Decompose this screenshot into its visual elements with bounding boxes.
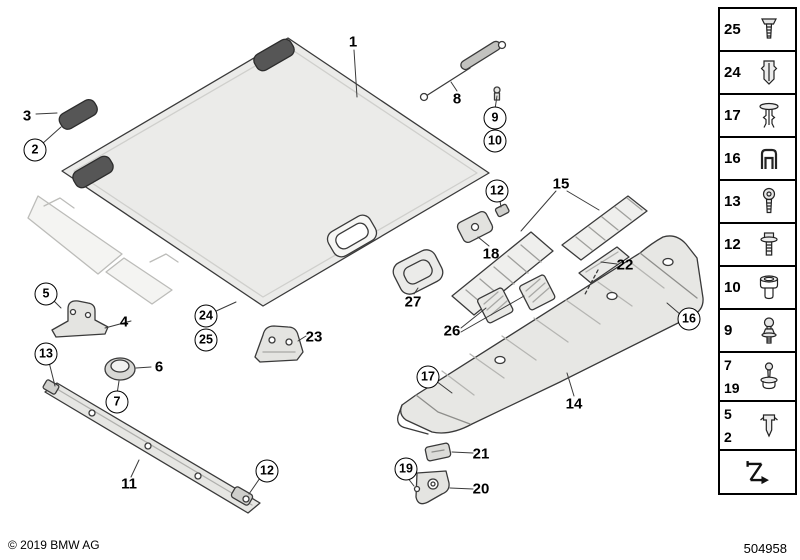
torx-screw-icon [744, 187, 793, 217]
part-cover-pad-3 [58, 98, 98, 130]
legend-item-7-19[interactable]: 7 19 [720, 353, 795, 402]
part-bracket-20 [413, 470, 450, 505]
fold-arrow-icon [722, 458, 793, 486]
legend-item-fold-arrow[interactable] [720, 451, 795, 493]
callout-11[interactable]: 11 [121, 475, 137, 493]
legend-item-25[interactable]: 25 [720, 9, 795, 52]
part-clip-12 [494, 203, 510, 218]
copyright-text: © 2019 BMW AG [8, 538, 100, 552]
part-bracket-18 [456, 211, 494, 243]
callout-18[interactable]: 18 [482, 245, 500, 263]
legend-number: 24 [724, 64, 741, 81]
part-rear-sill-panel [397, 235, 704, 435]
legend-item-5-2[interactable]: 5 2 [720, 402, 795, 451]
callout-4[interactable]: 4 [119, 313, 129, 331]
legend-item-13[interactable]: 13 [720, 181, 795, 224]
screw-icon [744, 15, 793, 45]
legend-item-17[interactable]: 17 [720, 95, 795, 138]
legend-number: 5 [724, 406, 732, 422]
legend-number: 25 [724, 21, 741, 38]
threaded-sleeve-icon [744, 273, 793, 303]
callout-8[interactable]: 8 [452, 90, 462, 108]
legend-item-9[interactable]: 9 [720, 310, 795, 353]
callout-5[interactable]: 5 [34, 282, 58, 306]
part-plug-6 [104, 357, 136, 381]
legend-number: 17 [724, 107, 741, 124]
expanding-clip-icon [744, 410, 793, 442]
legend-number: 12 [724, 236, 741, 253]
part-sill-strip-left [451, 231, 554, 316]
callout-6[interactable]: 6 [154, 358, 164, 376]
push-rivet-icon [744, 101, 793, 131]
callout-13[interactable]: 13 [34, 342, 58, 366]
part-sill-strip-11 [42, 379, 261, 514]
part-bracket-4 [51, 300, 109, 338]
callout-12-upper[interactable]: 12 [485, 179, 509, 203]
callout-26[interactable]: 26 [443, 322, 461, 340]
callout-23[interactable]: 23 [305, 328, 323, 346]
legend-number: 7 [724, 357, 732, 373]
grommet-screw-icon [744, 361, 793, 393]
callout-24[interactable]: 24 [194, 304, 218, 328]
fastener-legend: 25 24 17 [718, 7, 797, 495]
legend-item-16[interactable]: 16 [720, 138, 795, 181]
part-underfloor-hint [27, 195, 179, 305]
part-bracket-26a [477, 287, 514, 324]
hex-bolt-icon [744, 230, 793, 260]
ball-stud-icon [744, 316, 793, 346]
callout-27[interactable]: 27 [404, 293, 422, 311]
callout-20[interactable]: 20 [472, 480, 490, 498]
callout-15[interactable]: 15 [552, 175, 570, 193]
part-cover-27 [392, 249, 444, 295]
callout-17[interactable]: 17 [416, 365, 440, 389]
legend-number: 9 [724, 322, 733, 339]
callout-19[interactable]: 19 [394, 457, 418, 481]
callout-3[interactable]: 3 [22, 107, 32, 125]
legend-number: 19 [724, 380, 740, 396]
legend-number: 13 [724, 193, 741, 210]
legend-item-10[interactable]: 10 [720, 267, 795, 310]
callout-10[interactable]: 10 [483, 129, 507, 153]
legend-item-24[interactable]: 24 [720, 52, 795, 95]
callout-25[interactable]: 25 [194, 328, 218, 352]
callout-9[interactable]: 9 [483, 106, 507, 130]
callout-22[interactable]: 22 [616, 256, 634, 274]
expansion-nut-icon [744, 58, 793, 88]
callout-21[interactable]: 21 [472, 445, 490, 463]
callout-7[interactable]: 7 [105, 390, 129, 414]
legend-number: 10 [724, 279, 741, 296]
legend-number: 16 [724, 150, 741, 167]
part-floor-trim-panel [61, 37, 490, 307]
legend-number: 2 [724, 429, 732, 445]
legend-item-12[interactable]: 12 [720, 224, 795, 267]
callout-16[interactable]: 16 [677, 307, 701, 331]
callout-1[interactable]: 1 [348, 33, 358, 51]
part-sill-strip-right [561, 195, 648, 261]
callout-14[interactable]: 14 [565, 395, 583, 413]
part-gas-strut [419, 40, 507, 102]
part-bracket-26b [519, 274, 556, 311]
callout-2[interactable]: 2 [23, 138, 47, 162]
part-bracket-23 [254, 325, 304, 363]
callout-12-lower[interactable]: 12 [255, 459, 279, 483]
diagram-number: 504958 [743, 541, 787, 556]
cage-clip-icon [744, 144, 793, 174]
part-clip-21 [424, 442, 452, 462]
